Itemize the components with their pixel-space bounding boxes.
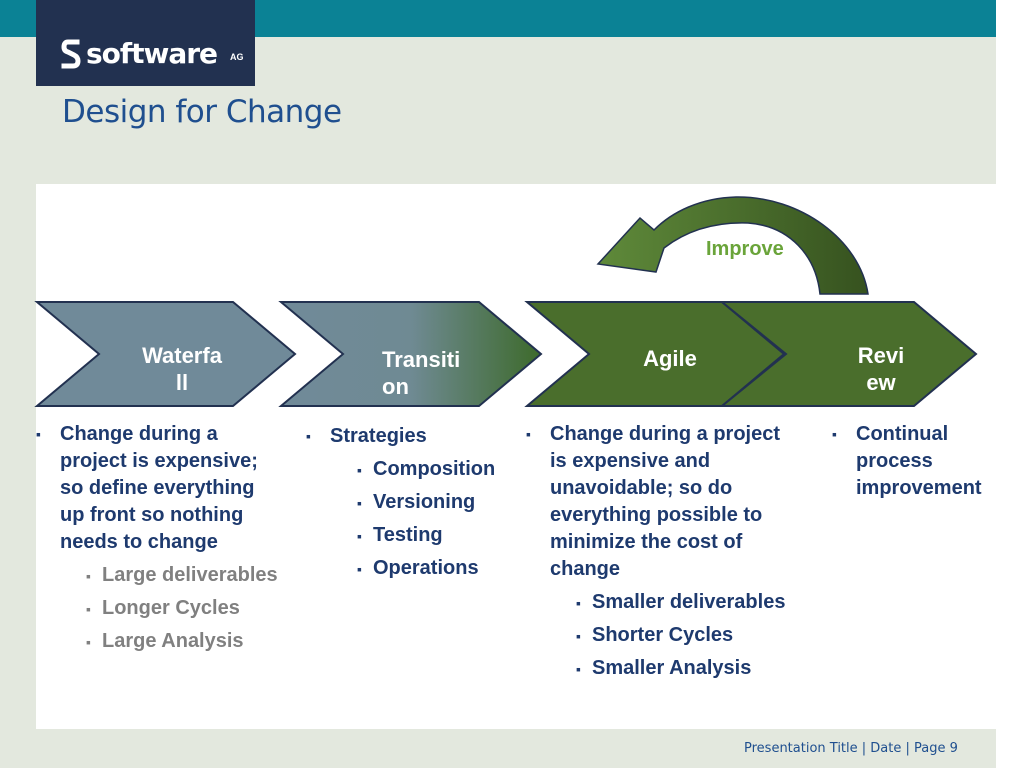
chevron-transition xyxy=(278,301,543,407)
logo-suffix: AG xyxy=(230,52,244,62)
list-item: Change during a project is expensive; so… xyxy=(36,421,308,556)
list-item: Change during a project is expensive and… xyxy=(526,421,826,583)
agile-column: Change during a project is expensive and… xyxy=(526,421,826,683)
list-item: Operations xyxy=(357,555,521,583)
list-item: Large deliverables xyxy=(86,562,308,590)
list-item: Large Analysis xyxy=(86,628,308,656)
improve-label: Improve xyxy=(706,238,784,260)
list-item: Strategies xyxy=(306,423,521,450)
list-item: Versioning xyxy=(357,489,521,517)
list-item: Smaller deliverables xyxy=(576,589,826,617)
chevron-review xyxy=(719,301,978,407)
list-item: Continual process improvement xyxy=(832,421,1004,502)
waterfall-column: Change during a project is expensive; so… xyxy=(36,421,308,656)
list-item: Composition xyxy=(357,456,521,484)
footer: Presentation Title | Date | Page 9 xyxy=(744,741,958,756)
logo-text: software xyxy=(86,37,218,70)
list-item: Longer Cycles xyxy=(86,595,308,623)
phase-label-agile: Agile xyxy=(643,346,697,371)
review-column: Continual process improvement xyxy=(832,421,1004,502)
right-margin xyxy=(996,0,1024,768)
list-item: Shorter Cycles xyxy=(576,622,826,650)
improve-loop-arrow xyxy=(596,196,869,295)
page-title: Design for Change xyxy=(62,94,342,130)
transition-column: Strategies Composition Versioning Testin… xyxy=(306,423,521,583)
software-ag-logo-icon xyxy=(61,39,81,69)
list-item: Smaller Analysis xyxy=(576,655,826,683)
list-item: Testing xyxy=(357,522,521,550)
chevron-waterfall xyxy=(34,301,297,407)
